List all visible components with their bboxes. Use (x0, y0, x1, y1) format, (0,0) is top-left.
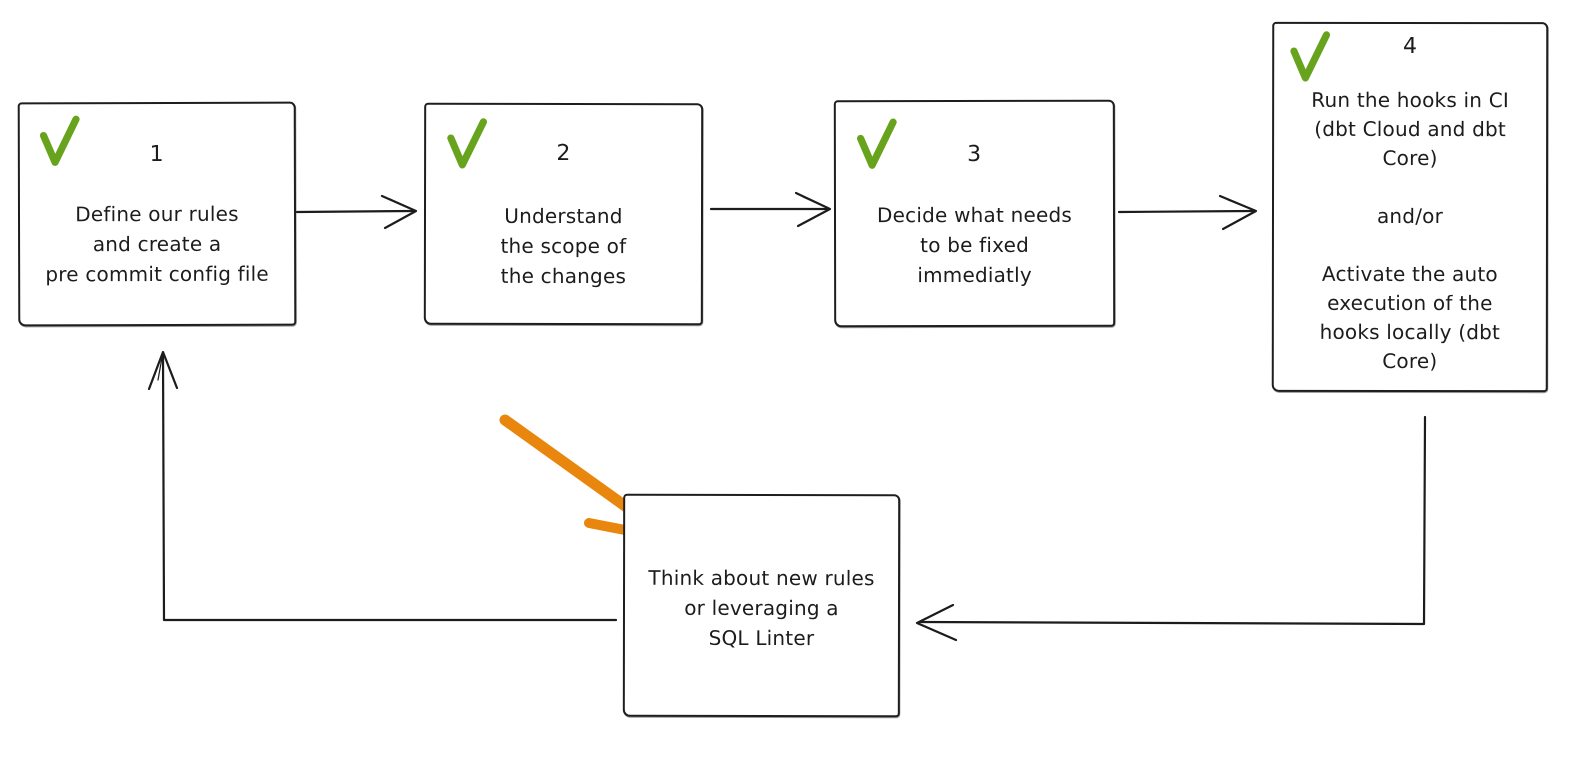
arrow-step4-to-loop-box (915, 415, 1427, 642)
step-box-2: 2 Understand the scope of the changes (423, 102, 704, 326)
checkmark-icon (447, 118, 488, 169)
step-text: Understand the scope of the changes (500, 203, 627, 289)
checkmark-icon (39, 115, 80, 166)
step-text: Define our rules and create a pre commit… (45, 201, 269, 287)
step-number: 1 (149, 141, 165, 168)
step-number: 4 (1402, 33, 1418, 60)
arrow-step2-to-step3 (709, 191, 832, 228)
checkmark-icon (1290, 31, 1331, 82)
step-number: 2 (556, 140, 571, 167)
checkmark-icon (857, 118, 897, 169)
loop-box: Think about new rules or leveraging a SQ… (622, 493, 901, 718)
arrow-step3-to-step4 (1117, 194, 1258, 231)
step-box-1: 1 Define our rules and create a pre comm… (17, 101, 297, 327)
step-text: Decide what needs to be fixed immediatly (877, 202, 1072, 288)
loop-box-text: Think about new rules or leveraging a SQ… (648, 565, 875, 651)
step-box-3: 3 Decide what needs to be fixed immediat… (833, 99, 1116, 328)
step-number: 3 (967, 141, 982, 168)
arrow-step1-to-step2 (295, 194, 418, 230)
arrow-loop-box-to-step1 (147, 350, 618, 622)
step-text: Run the hooks in CI (dbt Cloud and dbt C… (1311, 87, 1509, 374)
step-box-4: 4 Run the hooks in CI (dbt Cloud and dbt… (1271, 21, 1549, 393)
